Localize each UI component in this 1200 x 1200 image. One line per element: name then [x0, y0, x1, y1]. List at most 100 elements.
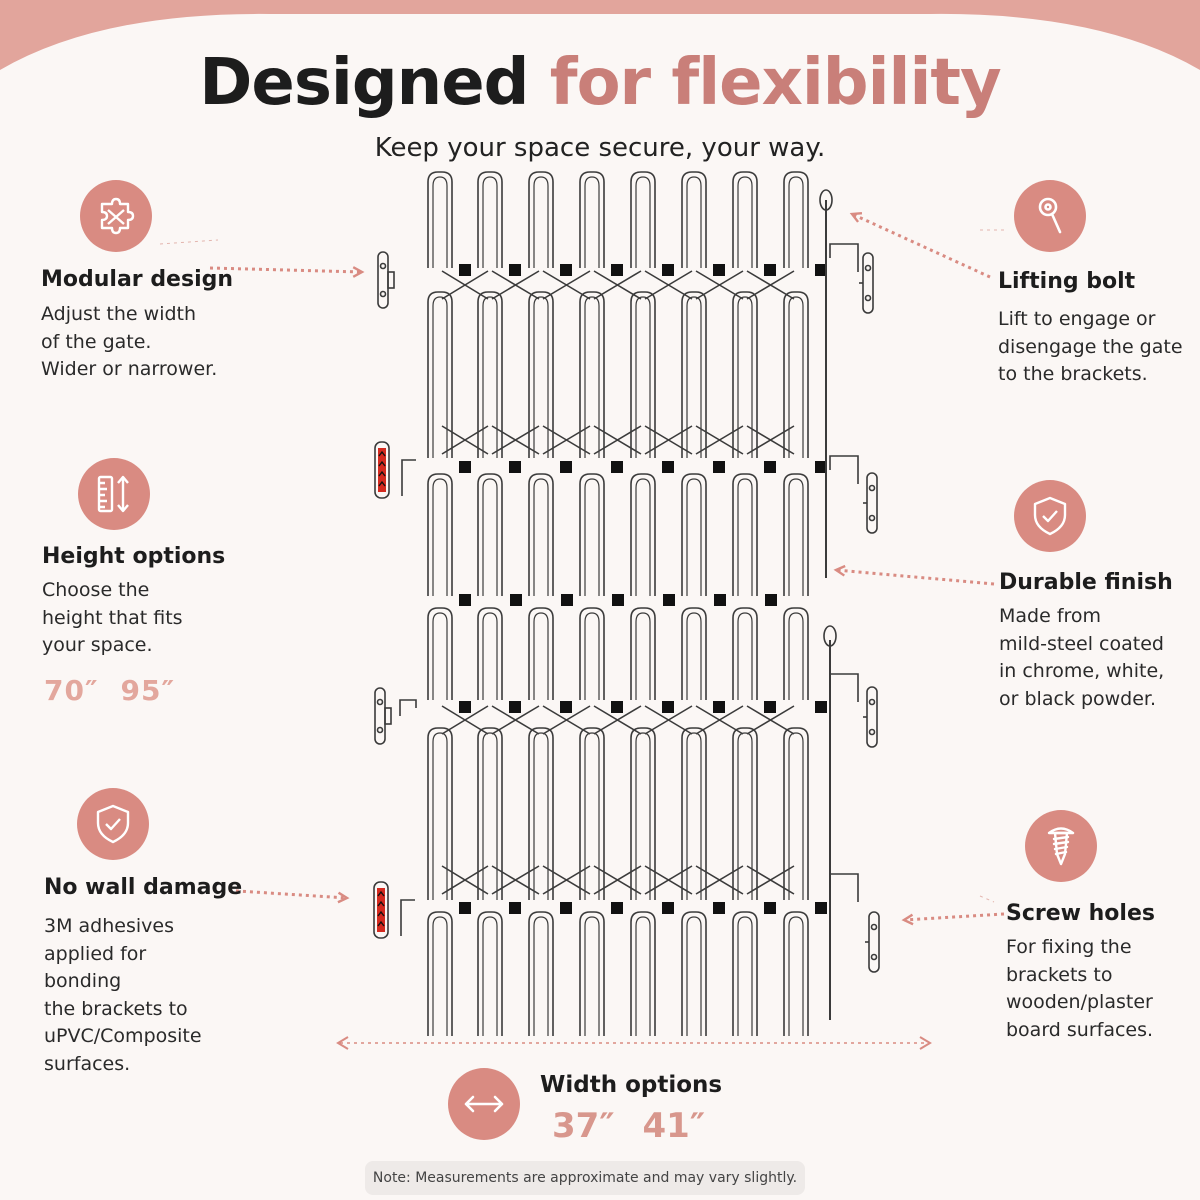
gate-bar — [528, 911, 554, 1036]
screw-hole — [376, 726, 384, 734]
wall-bracket — [866, 686, 878, 748]
no-wall-damage-icon-badge — [77, 788, 149, 860]
gate-bar-inner — [788, 176, 804, 268]
gate-bar-inner — [482, 612, 498, 700]
gate-bar-inner — [432, 176, 448, 268]
gate-bar — [630, 911, 656, 1036]
screw-hole — [864, 294, 872, 302]
gate-bar-inner — [584, 478, 600, 596]
gate-hinge — [765, 594, 777, 606]
gate-bar — [732, 291, 758, 458]
gate-hinge — [560, 461, 572, 473]
gate-bar — [579, 171, 605, 268]
gate-bar — [528, 291, 554, 458]
gate-cross-brace — [746, 865, 795, 895]
lifting-bolt-loop — [819, 189, 833, 211]
no-wall-damage-description: 3M adhesives applied for bonding the bra… — [44, 915, 202, 1075]
height-options-icon-badge — [78, 458, 150, 530]
ruler-icon — [97, 475, 129, 513]
gate-bar-inner — [584, 732, 600, 900]
gate-bar — [732, 607, 758, 700]
gate-bar — [681, 727, 707, 900]
gate-bar — [477, 473, 503, 596]
gate-cross-brace — [441, 865, 489, 895]
adhesive-mark — [377, 920, 385, 927]
gate-hinge — [611, 264, 623, 276]
screw-holes-description: For fixing the brackets to wooden/plaste… — [1006, 936, 1154, 1041]
no-wall-damage-title: No wall damage — [44, 875, 243, 900]
lifting-bolt-loop — [823, 625, 837, 647]
gate-hinge — [662, 264, 674, 276]
gate-cross-brace — [593, 270, 642, 300]
gate-bar-inner — [432, 612, 448, 700]
gate-cross-brace — [542, 705, 591, 735]
screw-hole — [376, 698, 384, 706]
gate-hinge — [509, 461, 521, 473]
gate-bar — [528, 607, 554, 700]
gate-cross-brace — [644, 425, 693, 455]
gate-cross-brace — [746, 705, 795, 735]
gate-bar-inner — [788, 612, 804, 700]
adhesive-pad — [378, 448, 386, 492]
gate-hinge — [663, 594, 675, 606]
gate-bar — [579, 473, 605, 596]
gate-cross-brace — [441, 705, 489, 735]
screw-holes-title: Screw holes — [1006, 901, 1155, 926]
gate-bar-inner — [737, 732, 753, 900]
gate-hook — [400, 899, 415, 936]
gate-hook — [829, 873, 859, 902]
screw-hole — [379, 262, 387, 270]
gate-bar — [427, 727, 453, 900]
decor-dash — [979, 895, 995, 903]
width-dimension-arrowhead — [919, 1036, 932, 1050]
gate-bar — [681, 171, 707, 268]
gate-bar — [681, 607, 707, 700]
gate-bar-inner — [788, 732, 804, 900]
gate-cross-brace — [491, 270, 540, 300]
gate-bar-inner — [533, 296, 549, 458]
gate-bar — [427, 473, 453, 596]
gate-bar — [732, 727, 758, 900]
bracket-tab — [384, 707, 392, 725]
connector-line — [209, 266, 363, 274]
gate-bar — [477, 607, 503, 700]
gate-bar-inner — [635, 732, 651, 900]
gate-bar — [681, 291, 707, 458]
gate-bar-inner — [635, 176, 651, 268]
gate-hinge — [561, 594, 573, 606]
gate-cross-brace — [695, 865, 744, 895]
gate-hinge — [612, 594, 624, 606]
connector-arrowhead — [337, 891, 350, 904]
gate-bar-inner — [584, 296, 600, 458]
durable-finish-icon-badge — [1014, 480, 1086, 552]
width-options-title: Width options — [540, 1072, 723, 1098]
gate-bar-inner — [533, 732, 549, 900]
gate-hook — [401, 459, 416, 496]
gate-bar — [528, 727, 554, 900]
puzzle-icon — [100, 197, 135, 235]
screw-hole — [868, 484, 876, 492]
gate-hinge — [815, 461, 827, 473]
width-size-options: 37″41″ — [552, 1106, 705, 1146]
gate-bar-inner — [432, 916, 448, 1036]
gate-bar — [681, 911, 707, 1036]
bracket-tab — [387, 271, 395, 289]
gate-hinge — [459, 902, 471, 914]
gate-fixtures — [373, 189, 880, 1020]
gate-cross-brace — [644, 865, 693, 895]
decor-dash — [159, 239, 219, 245]
adhesive-mark — [377, 910, 385, 917]
modular-design-title: Modular design — [41, 267, 234, 292]
screw-hole — [864, 264, 872, 272]
gate-cross-brace — [491, 705, 540, 735]
gate-hinge — [459, 701, 471, 713]
modular-design-description: Adjust the width of the gate. Wider or n… — [41, 303, 218, 380]
height-options-description: Choose the height that fits your space. — [42, 579, 183, 656]
gate-cross-brace — [542, 425, 591, 455]
gate-hinge — [459, 264, 471, 276]
gate-cross-brace — [644, 705, 693, 735]
adhesive-pad — [377, 888, 385, 932]
gate-bar — [427, 171, 453, 268]
gate-bar — [427, 291, 453, 458]
